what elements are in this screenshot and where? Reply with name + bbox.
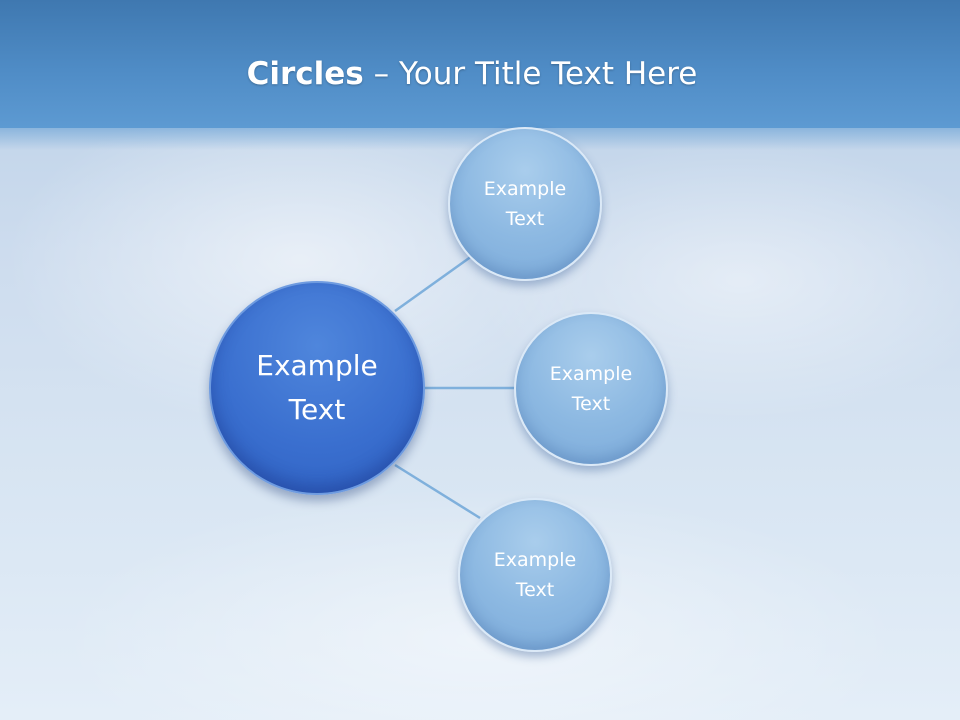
satellite-circle-middle[interactable]: Example Text <box>514 312 668 466</box>
connector-bottom <box>394 463 481 520</box>
satellite-middle-text: Example Text <box>550 359 632 419</box>
satellite-middle-line-1: Example <box>549 363 633 385</box>
satellite-bottom-text: Example Text <box>494 545 576 605</box>
title-rest: – Your Title Text Here <box>363 56 698 92</box>
center-line-2: Text <box>288 393 346 426</box>
center-circle-text: Example Text <box>256 344 377 432</box>
title-bold: Circles <box>246 56 364 92</box>
title-bar: Circles – Your Title Text Here <box>0 0 960 150</box>
satellite-circle-top[interactable]: Example Text <box>448 127 602 281</box>
center-circle[interactable]: Example Text <box>209 281 425 495</box>
slide-title: Circles – Your Title Text Here <box>0 52 944 96</box>
center-line-1: Example <box>256 349 378 382</box>
connector-top <box>394 254 473 313</box>
satellite-middle-line-2: Text <box>571 393 611 415</box>
satellite-top-text: Example Text <box>484 174 566 234</box>
satellite-circle-bottom[interactable]: Example Text <box>458 498 612 652</box>
satellite-top-line-2: Text <box>505 208 545 230</box>
satellite-bottom-line-1: Example <box>493 549 577 571</box>
satellite-top-line-1: Example <box>483 178 567 200</box>
satellite-bottom-line-2: Text <box>515 579 555 601</box>
